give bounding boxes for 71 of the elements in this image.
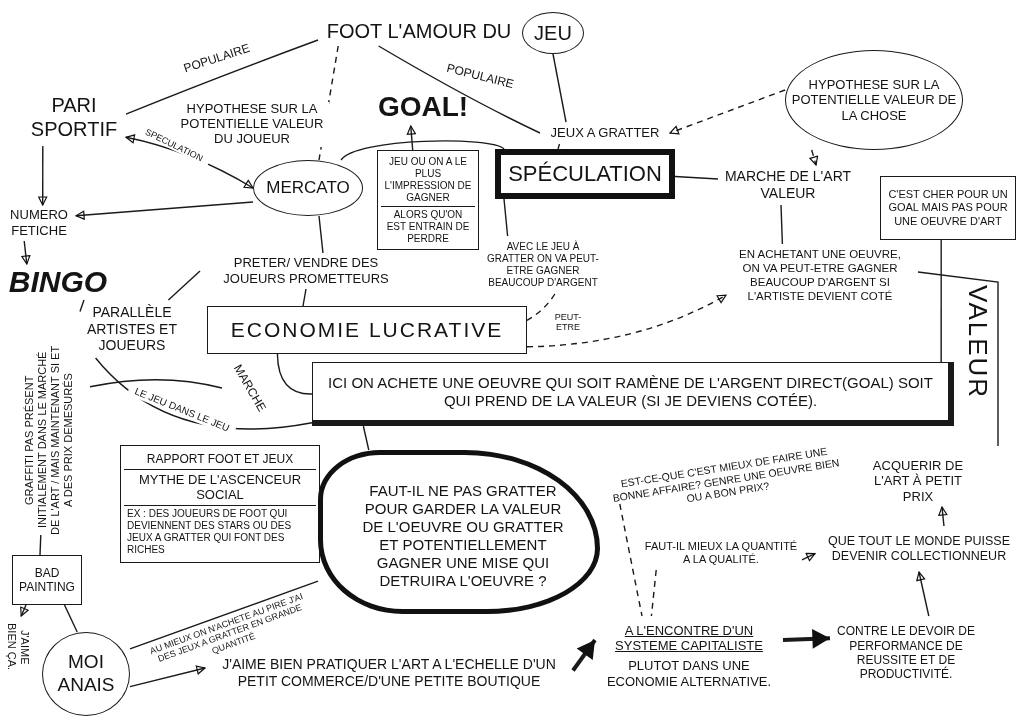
circled-word: JEU	[522, 12, 584, 54]
arrow	[938, 506, 948, 527]
box-text: MYTHE DE L'ASCENCEUR SOCIAL	[124, 468, 316, 505]
connector-line	[302, 288, 307, 307]
arrow	[782, 629, 831, 649]
topic-text: JEUX A GRATTER	[540, 122, 670, 144]
box-text: PLUTOT DANS UNE ECONOMIE ALTERNATIVE.	[605, 657, 773, 691]
question-bubble: FAUT-IL NE PAS GRATTER POUR GARDER LA VALEUR DE L'OEUVRE OU GRATTER ET POTENTIELLEMENT GAGNER UNE MISE QUI DETRUIRA L'OEUVRE ?	[318, 450, 600, 614]
topic-text: PARI SPORTIF	[22, 88, 126, 146]
thought-bubble: HYPOTHESE SUR LA POTENTIELLE VALEUR DE LA CHOSE	[785, 50, 963, 150]
connector-line	[276, 353, 313, 395]
connector-line	[39, 534, 42, 556]
arrow	[21, 240, 31, 265]
arrow	[406, 125, 416, 151]
connector-line	[318, 215, 324, 254]
arrow	[571, 638, 597, 672]
note-text: EN ACHETANT UNE OEUVRE, ON VA PEUT-ETRE GAGNER BEAUCOUP D'ARGENT SI L'ARTISTE DEVIENT COTÉ	[726, 244, 914, 308]
central-box: SPÉCULATION	[495, 149, 675, 199]
connector-line	[557, 143, 561, 150]
box-text: ALORS QU'ON EST ENTRAIN DE PERDRE	[381, 205, 475, 247]
arrow	[38, 145, 48, 206]
connector-line	[619, 503, 643, 617]
connector-line	[552, 53, 567, 123]
connector-line	[129, 580, 319, 650]
connector-line	[89, 379, 223, 389]
vertical-label: VALEUR	[962, 285, 993, 400]
arrow	[809, 149, 819, 166]
arrow	[129, 665, 206, 688]
connector-line	[526, 293, 556, 322]
question-text: FAUT-IL MIEUX LA QUANTITÉ A LA QUALITÉ.	[640, 536, 802, 570]
person-circle: MOI ANAIS	[42, 632, 130, 716]
topic-box: BAD PAINTING	[12, 555, 82, 605]
connector-line	[167, 270, 201, 301]
connector-line	[940, 239, 942, 363]
topic-ellipse: MERCATO	[253, 160, 363, 216]
heading-text: FOOT L'AMOUR DU	[318, 16, 520, 46]
exclamation-text: BINGO	[6, 264, 110, 300]
arrow	[916, 571, 930, 617]
arrow	[801, 552, 816, 562]
box-text: JEU OU ON A LE PLUS L'IMPRESSION DE GAGNER	[383, 154, 473, 205]
connector-line	[125, 39, 319, 115]
topic-text: MARCHE DE L'ART VALEUR	[718, 165, 858, 205]
note-box	[120, 445, 320, 563]
connector-line	[674, 175, 719, 180]
arrow	[20, 604, 29, 617]
connector-line	[63, 604, 78, 633]
box-text: RAPPORT FOOT ET JEUX	[145, 451, 295, 469]
question-text: EST-CE-QUE C'EST MIEUX DE FAIRE UNE BONNE AFFAIRE? GENRE UNE OEUVRE BIEN OU A BON PRIX?	[605, 437, 847, 523]
note-text: PRETER/ VENDRE DES JOUEURS PROMETTEURS	[200, 253, 412, 289]
statement-box: ICI ON ACHETE UNE OEUVRE QUI SOIT RAMÈNE DE L'ARGENT DIRECT(GOAL) SOIT QUI PREND DE LA VALEUR (SI JE DEVIENS COTÉE).	[312, 362, 954, 426]
note-text: AVEC LE JEU À GRATTER ON VA PEUT-ETRE GAGNER BEAUCOUP D'ARGENT	[484, 236, 602, 294]
connector-line	[780, 204, 784, 245]
connector-line	[650, 569, 657, 617]
vertical-note: J'AIME BIEN ÇA.	[2, 616, 34, 678]
box-text: EX : DES JOUEURS DE FOOT QUI DEVIENNENT DES STARS OU DES JEUX A GRATTER QUI FONT DES RICHES	[124, 504, 316, 558]
box-text: A L'ENCONTRE D'UN SYSTEME CAPITALISTE	[614, 621, 764, 656]
note-box	[377, 150, 479, 250]
statement-text: CONTRE LE DEVOIR DE PERFORMANCE DE REUSSITE ET DE PRODUCTIVITÉ.	[830, 616, 982, 690]
topic-box: ECONOMIE LUCRATIVE	[207, 306, 527, 354]
connector-line	[362, 425, 370, 451]
note-box: C'EST CHER POUR UN GOAL MAIS PAS POUR UNE OEUVRE D'ART	[880, 176, 1016, 240]
goal-text: ACQUERIR DE L'ART À PETIT PRIX	[858, 455, 978, 507]
connector-line	[503, 198, 509, 237]
connector-line	[340, 140, 505, 161]
arrow	[669, 89, 786, 135]
topic-text: NUMERO FETICHE	[2, 205, 76, 241]
arrow	[75, 201, 254, 220]
connector-line	[377, 45, 541, 134]
arrow	[526, 294, 727, 348]
connector-line	[79, 299, 85, 313]
goal-text: QUE TOUT LE MONDE PUISSE DEVENIR COLLECTIONNEUR	[815, 526, 1023, 572]
